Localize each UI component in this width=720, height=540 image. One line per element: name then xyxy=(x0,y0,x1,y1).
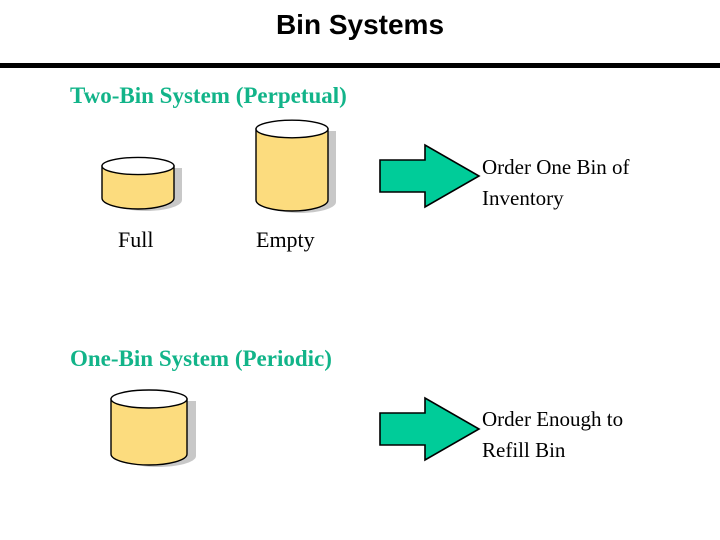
bin-empty-cylinder xyxy=(250,118,346,216)
title-divider-rule xyxy=(0,63,720,68)
bin-label-empty: Empty xyxy=(256,227,315,252)
section-heading-two-bin: Two-Bin System (Perpetual) xyxy=(70,83,347,108)
cylinder-bin-icon xyxy=(101,156,182,211)
right-arrow-icon xyxy=(379,396,481,462)
cylinder-bin-icon xyxy=(110,389,196,467)
callout-line-2: Inventory xyxy=(482,186,564,210)
callout-line-1: Order Enough to xyxy=(482,407,624,431)
callout-line-1: Order One Bin of xyxy=(482,155,630,179)
callout-order-one-bin: Order One Bin of Inventory xyxy=(482,152,697,214)
order-arrow-top xyxy=(378,143,482,209)
page-title: Bin Systems xyxy=(275,9,445,40)
section-heading-one-bin: One-Bin System (Periodic) xyxy=(70,346,332,371)
right-arrow-icon xyxy=(379,143,481,209)
bin-full-cylinder xyxy=(96,156,192,214)
bin-label-full: Full xyxy=(118,227,154,252)
callout-order-enough: Order Enough to Refill Bin xyxy=(482,404,697,466)
cylinder-bin-icon xyxy=(255,119,336,213)
callout-line-2: Refill Bin xyxy=(482,438,566,462)
bin-single-cylinder xyxy=(104,388,204,474)
order-arrow-bottom xyxy=(378,396,482,462)
